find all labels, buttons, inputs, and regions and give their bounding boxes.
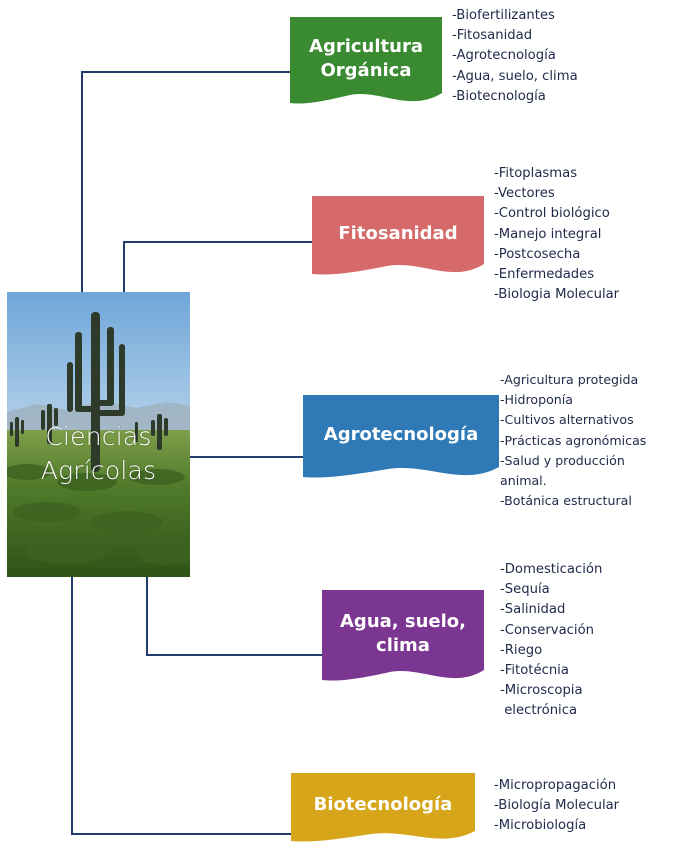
node-label-organica: Agricultura Orgánica [301, 35, 431, 83]
center-title-line1: Ciencias [45, 422, 152, 451]
node-title-line: Agua, suelo, [340, 611, 466, 632]
list-item: -Postcosecha [494, 246, 581, 262]
list-agrotecnologia: -Agricultura protegida -Hidroponía -Cult… [500, 370, 646, 511]
list-item: electrónica [500, 703, 578, 719]
list-item: -Manejo integral [494, 226, 602, 242]
node-shape-organica [290, 17, 442, 104]
list-item: -Conservación [500, 622, 595, 638]
node-agua-suelo-clima: Agua, suelo, clima [322, 590, 484, 684]
node-fitosanidad: Fitosanidad [312, 196, 484, 278]
list-organica: -Biofertilizantes -Fitosanidad -Agrotecn… [452, 6, 578, 107]
list-item: -Fitosanidad [452, 28, 533, 44]
node-label-agua: Agua, suelo, clima [332, 610, 474, 658]
list-agua-suelo-clima: -Domesticación -Sequía -Salinidad -Conse… [500, 560, 602, 722]
list-item: -Prácticas agronómicas [500, 432, 647, 448]
connector-biotecnologia [71, 577, 291, 835]
list-item: -Vectores [494, 186, 555, 202]
cactus-field-photo [7, 292, 190, 577]
node-label-fitosanidad: Fitosanidad [330, 222, 465, 246]
node-agricultura-organica: Agricultura Orgánica [290, 17, 442, 107]
list-item: -Control biológico [494, 206, 610, 222]
node-shape-agua [322, 590, 484, 681]
list-item: -Agricultura protegida [500, 372, 639, 387]
list-item: -Biología Molecular [494, 798, 620, 814]
connector-fitosanidad [123, 241, 312, 292]
node-biotecnologia: Biotecnología [291, 773, 475, 843]
list-item: -Agrotecnología [452, 48, 556, 64]
list-item: -Sequía [500, 582, 550, 598]
list-item: -Domesticación [500, 562, 603, 577]
node-shape-fitosanidad [312, 196, 484, 275]
list-item: -Fitotécnia [500, 663, 569, 679]
list-item: -Hidroponía [500, 392, 574, 408]
node-title-line: Biotecnología [313, 794, 453, 815]
list-item: -Cultivos alternativos [500, 412, 634, 428]
node-agrotecnologia: Agrotecnología [303, 395, 499, 481]
list-biotecnologia: -Micropropagación -Biología Molecular -M… [494, 776, 619, 837]
node-title-line: clima [376, 635, 430, 656]
list-item: -Biotecnología [452, 88, 546, 104]
center-title-line2: Agrícolas [40, 456, 157, 485]
list-item: animal. [500, 473, 547, 489]
node-title-line: Agricultura [309, 36, 423, 57]
list-item: -Microbiología [494, 818, 587, 834]
node-title-line: Agrotecnología [323, 424, 479, 445]
list-item: -Agua, suelo, clima [452, 68, 578, 84]
list-item: -Salinidad [500, 602, 566, 618]
list-item: -Biologia Molecular [494, 287, 620, 303]
list-item: -Micropropagación [494, 778, 617, 793]
list-item: -Enfermedades [494, 267, 595, 283]
center-title: Ciencias Agrícolas [7, 420, 190, 488]
list-item: -Riego [500, 642, 543, 658]
node-shape-biotecnologia [291, 773, 475, 842]
list-item: -Salud y producción [500, 452, 625, 468]
connector-agua [146, 577, 322, 656]
node-shape-agrotecnologia [303, 395, 499, 478]
node-title-line: Orgánica [320, 60, 412, 81]
list-fitosanidad: -Fitoplasmas -Vectores -Control biológic… [494, 164, 619, 305]
list-item: -Fitoplasmas [494, 166, 578, 181]
node-title-line: Fitosanidad [338, 223, 458, 244]
node-label-agrotecnologia: Agrotecnología [316, 423, 486, 447]
list-item: -Botánica estructural [500, 493, 632, 509]
connector-organica [81, 71, 290, 292]
list-item: -Biofertilizantes [452, 8, 555, 23]
node-label-biotecnologia: Biotecnología [306, 793, 461, 817]
list-item: -Microscopia [500, 683, 583, 699]
center-node-ciencias-agricolas: Ciencias Agrícolas [7, 292, 190, 577]
